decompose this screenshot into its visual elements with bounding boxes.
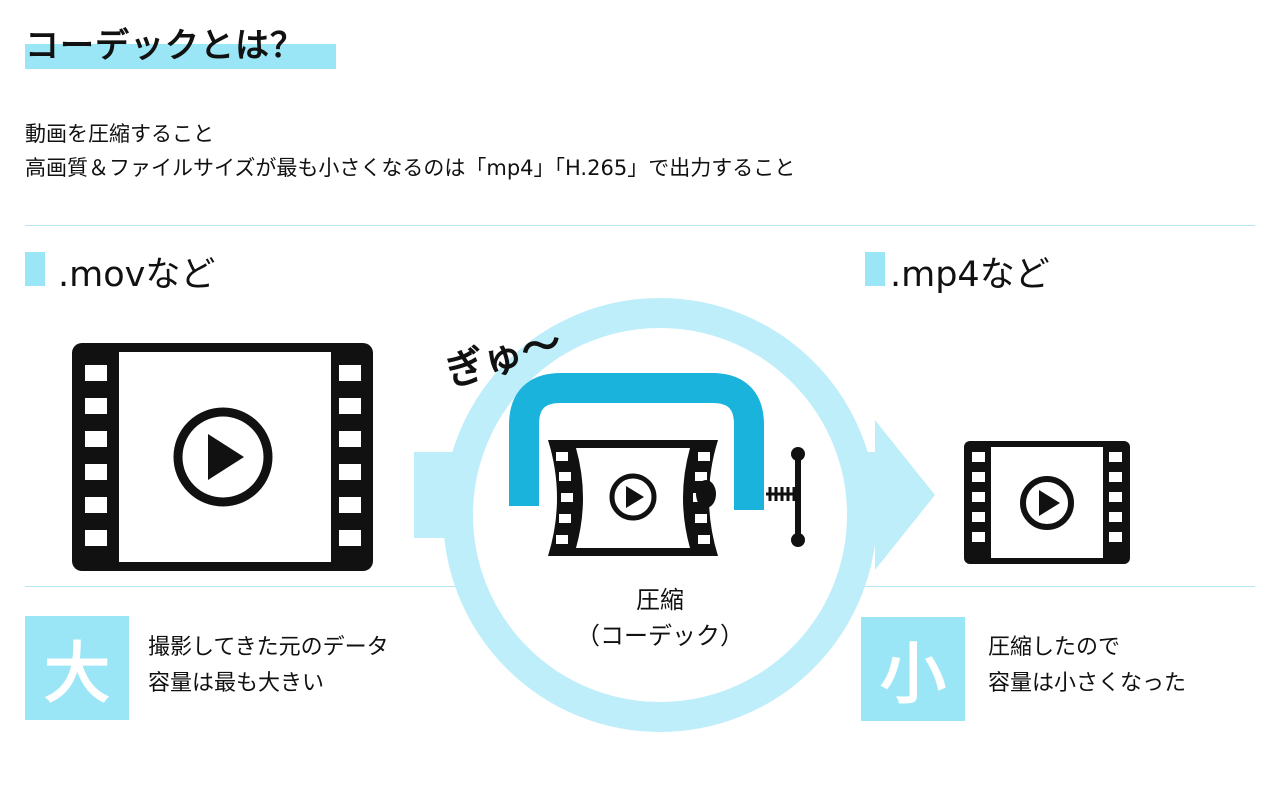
compression-label-line-2: （コーデック）	[560, 618, 760, 654]
right-caption: 圧縮したので 容量は小さくなった	[988, 630, 1186, 702]
size-badge-large: 大	[25, 616, 129, 720]
compression-label: 圧縮 （コーデック）	[560, 582, 760, 654]
right-caption-line-1: 圧縮したので	[988, 630, 1186, 666]
left-caption: 撮影してきた元のデータ 容量は最も大きい	[148, 630, 389, 702]
compression-label-line-1: 圧縮	[560, 582, 760, 618]
right-caption-line-2: 容量は小さくなった	[988, 666, 1186, 702]
size-badge-small: 小	[861, 617, 965, 721]
play-icon	[178, 412, 268, 502]
film-large-icon	[72, 343, 373, 571]
film-small-icon	[964, 441, 1130, 564]
left-caption-line-2: 容量は最も大きい	[148, 666, 389, 702]
left-caption-line-1: 撮影してきた元のデータ	[148, 630, 389, 666]
